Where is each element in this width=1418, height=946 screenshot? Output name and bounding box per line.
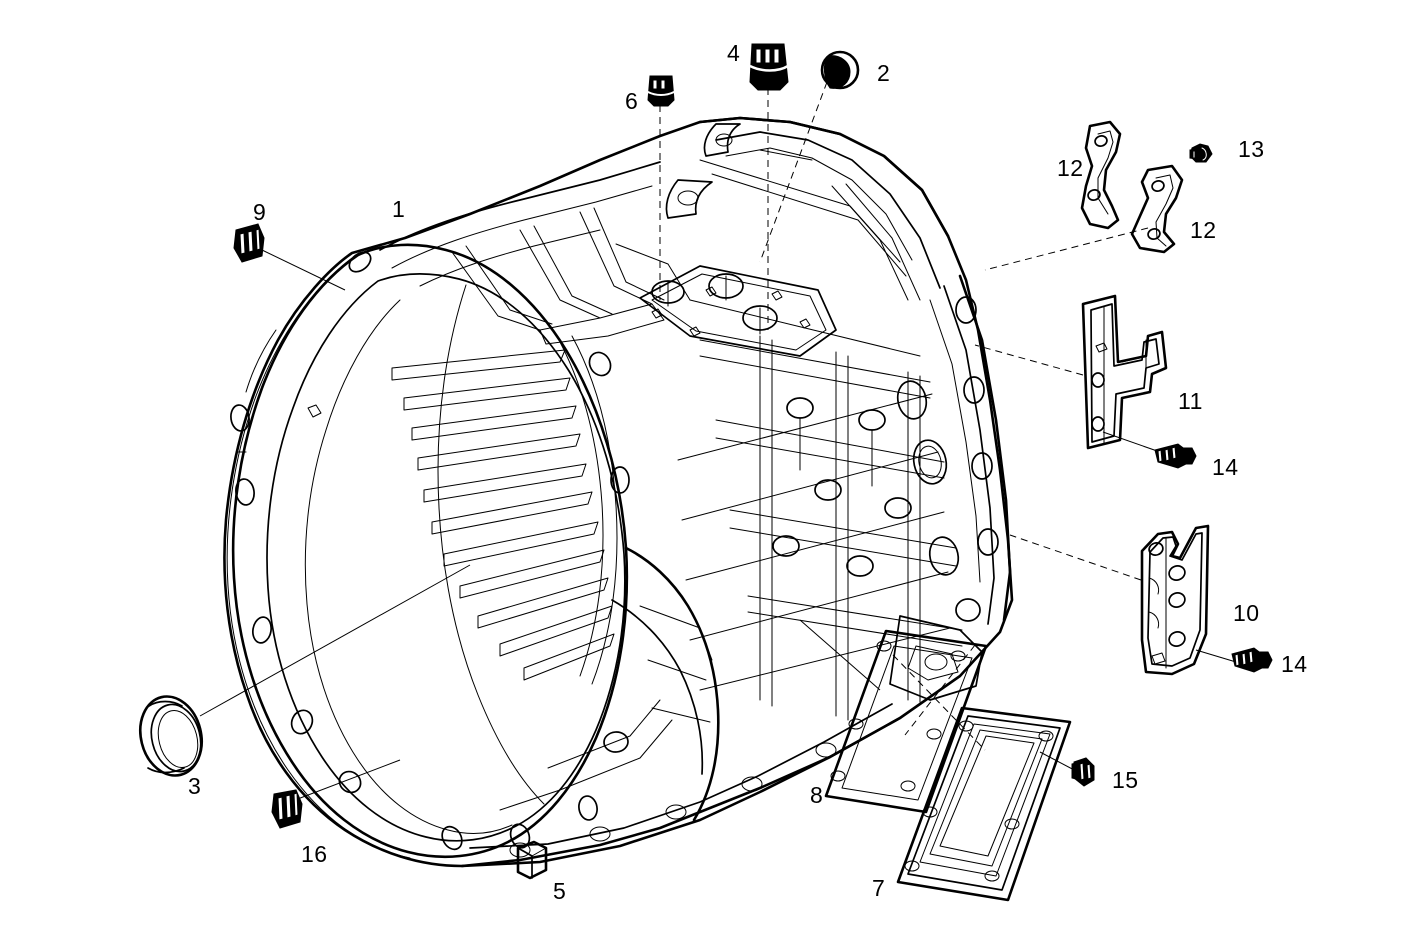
- part-threaded-plug-upper: [233, 223, 265, 263]
- part-angle-bracket-hook: [1081, 294, 1168, 450]
- part-hex-bolt-small: [1189, 143, 1213, 163]
- part-bushing-sleeve-large: [749, 43, 789, 91]
- part-clutch-lever-bracket-b: [1130, 164, 1184, 254]
- callout-number-3[interactable]: 3: [188, 773, 202, 799]
- right-body-structure: [677, 274, 1012, 721]
- internal-ribs: [391, 335, 618, 685]
- callout-number-13[interactable]: 13: [1238, 136, 1265, 162]
- part-flat-mounting-plate: [1140, 524, 1210, 676]
- part-cover-gasket: [824, 629, 988, 814]
- part-hex-bolt-bracket-upper: [1154, 443, 1197, 469]
- callout-number-15[interactable]: 15: [1112, 767, 1139, 793]
- callout-number-5[interactable]: 5: [553, 878, 567, 904]
- part-hex-bolt-cover: [1071, 757, 1095, 787]
- mid-lower-body: [460, 546, 902, 868]
- callout-number-8[interactable]: 8: [810, 782, 824, 808]
- callout-number-16[interactable]: 16: [301, 841, 328, 867]
- part-bushing-sleeve-small: [647, 75, 675, 107]
- callout-number-4[interactable]: 4: [727, 40, 741, 66]
- upper-deck: [639, 116, 950, 357]
- callout-number-10[interactable]: 10: [1233, 600, 1260, 626]
- callout-number-14-a[interactable]: 14: [1212, 454, 1239, 480]
- part-hex-bolt-bracket-lower: [1231, 647, 1273, 673]
- callout-number-1[interactable]: 1: [392, 196, 406, 222]
- part-inspection-cover: [896, 706, 1072, 902]
- callout-number-11[interactable]: 11: [1178, 388, 1203, 414]
- callout-number-14-b[interactable]: 14: [1281, 651, 1308, 677]
- callout-number-2[interactable]: 2: [877, 60, 891, 86]
- flange-bolt-holes: [226, 251, 630, 859]
- part-dowel-pin: [516, 840, 548, 880]
- callout-number-12-a[interactable]: 12: [1057, 155, 1084, 181]
- callout-number-6[interactable]: 6: [625, 88, 639, 114]
- part-threaded-plug-lower: [271, 789, 303, 829]
- part-round-cap-plug: [820, 50, 860, 90]
- callout-number-7[interactable]: 7: [872, 875, 886, 901]
- callout-number-12-b[interactable]: 12: [1190, 217, 1217, 243]
- part-oil-seal-ring: [139, 695, 203, 777]
- upper-left-shoulder: [379, 161, 691, 345]
- callout-number-9[interactable]: 9: [253, 199, 267, 225]
- leader-lines: [199, 81, 1237, 801]
- part-clutch-lever-bracket-a: [1080, 120, 1122, 230]
- part-clutch-bell-housing: [223, 116, 1014, 868]
